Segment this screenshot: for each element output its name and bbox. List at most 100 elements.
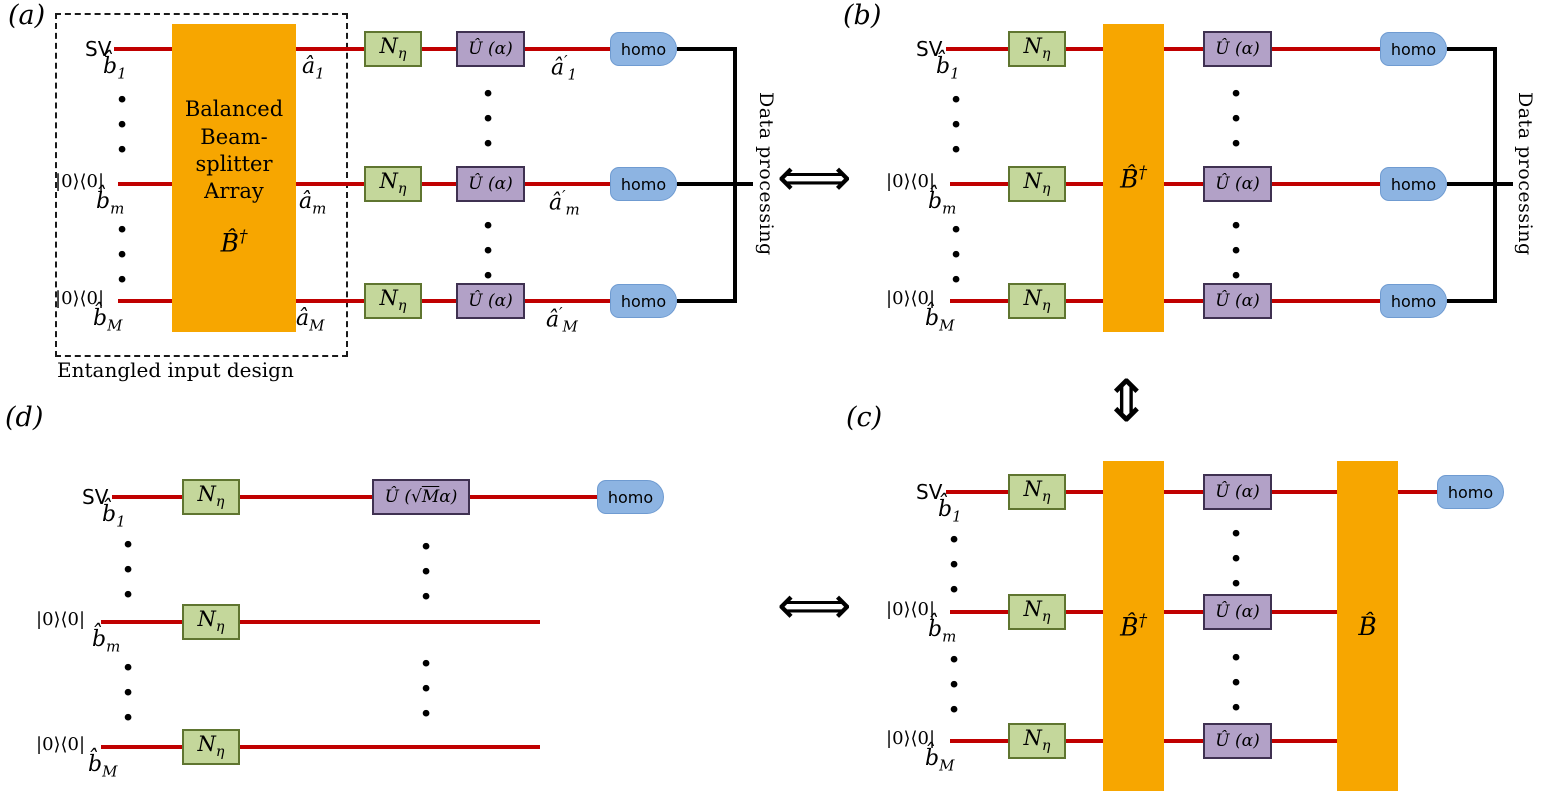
label-base: B̂	[1358, 611, 1377, 641]
mode-label-bM: b̂M	[925, 308, 954, 333]
label-sub: η	[397, 181, 407, 198]
mode-line	[421, 182, 456, 186]
label-base: N	[197, 482, 216, 507]
mode-line	[112, 495, 182, 499]
mode-line	[950, 299, 1008, 303]
homo-label: homo	[1390, 39, 1437, 59]
mode-line	[1164, 299, 1203, 303]
homo-label: homo	[1447, 482, 1494, 502]
mode-line	[421, 47, 456, 51]
homo-label: homo	[607, 487, 654, 507]
displacement-box: Û (α)	[456, 31, 525, 67]
beamsplitter-dagger-box: B̂†	[1103, 461, 1164, 791]
mode-line	[296, 299, 364, 303]
mode-line	[1398, 490, 1437, 494]
noise-label: Nη	[1023, 169, 1051, 197]
label-base: â	[549, 190, 563, 216]
mode-line	[296, 47, 364, 51]
vacuum-ket: |0⟩⟨0|	[55, 288, 105, 309]
vacuum-ket: |0⟩⟨0|	[886, 288, 936, 309]
noise-label: Nη	[198, 609, 225, 635]
panel-label-a: (a)	[8, 0, 46, 31]
mode-line	[118, 182, 172, 186]
beamsplitter-array-box: Balanced Beam- splitter Array B̂†	[172, 24, 296, 332]
vertical-ellipsis: • • •	[116, 89, 129, 161]
bs-line: Balanced	[184, 97, 284, 122]
label-base: N	[1023, 286, 1042, 311]
label-base: B̂	[1120, 612, 1139, 642]
mode-label-aM: âM	[296, 308, 324, 333]
label-sub: 1	[950, 64, 960, 83]
vertical-ellipsis: • • •	[1230, 83, 1243, 155]
label-sub: m	[106, 637, 121, 656]
vertical-ellipsis: • • •	[122, 657, 135, 729]
label-sub: m	[565, 200, 580, 219]
vertical-ellipsis: • • •	[948, 649, 961, 721]
connector-bus	[733, 47, 737, 303]
entangled-input-caption: Entangled input design	[57, 358, 294, 382]
noise-channel-box: Nη	[182, 729, 240, 765]
label-sub: 1	[117, 64, 127, 83]
mode-line	[1066, 739, 1103, 743]
displacement-label: Û (α)	[468, 290, 513, 311]
connector-bus	[1493, 47, 1497, 303]
label-radicand: M	[421, 486, 440, 507]
label-base: b̂	[96, 189, 111, 214]
noise-channel-box: Nη	[1008, 474, 1066, 510]
homo-label: homo	[1390, 291, 1437, 311]
label-base: N	[1023, 477, 1042, 502]
noise-channel-box: Nη	[364, 283, 422, 319]
vertical-ellipsis: • • •	[950, 89, 963, 161]
label-sub: m	[942, 199, 957, 218]
mode-label-bm: b̂m	[928, 191, 956, 216]
label-base: N	[1023, 726, 1042, 751]
mode-line	[240, 495, 372, 499]
homo-label: homo	[620, 291, 667, 311]
mode-line	[118, 299, 172, 303]
bs-operator: B̂†	[1120, 163, 1147, 193]
label-base: â	[296, 306, 310, 331]
noise-label: Nη	[380, 171, 407, 198]
homo-label: homo	[620, 174, 667, 194]
homodyne-detector: homo	[1380, 32, 1447, 66]
bs-operator: B̂†	[1120, 611, 1147, 641]
mode-line	[296, 182, 364, 186]
vertical-ellipsis: • • •	[116, 219, 129, 291]
mode-label-bM: b̂M	[88, 754, 117, 779]
label-base: N	[1023, 597, 1042, 622]
displacement-box: Û (α)	[456, 283, 525, 319]
mode-line	[1066, 610, 1103, 614]
mode-line	[470, 495, 597, 499]
displacement-label: Û (α)	[468, 173, 513, 194]
mode-line	[1272, 739, 1337, 743]
label-sub: η	[1041, 46, 1051, 63]
displacement-label: Û (α)	[1215, 290, 1260, 311]
mode-line	[240, 620, 540, 624]
label-sub: η	[215, 494, 225, 511]
mode-line	[950, 610, 1008, 614]
noise-label: Nη	[1023, 477, 1051, 506]
sv-label: SV	[916, 480, 943, 504]
mode-label-bm: b̂m	[92, 629, 120, 654]
mode-line	[950, 182, 1008, 186]
bs-line: Beam-	[200, 124, 268, 149]
label-base: b̂	[925, 306, 940, 331]
vertical-ellipsis: • • •	[420, 536, 433, 608]
label-sub: M	[102, 762, 118, 781]
label-sub: M	[309, 316, 325, 335]
mode-line	[1272, 182, 1380, 186]
label-base: N	[1023, 169, 1042, 194]
vertical-ellipsis: • • •	[948, 529, 961, 601]
label-sub: M	[562, 317, 578, 336]
homodyne-detector: homo	[1437, 475, 1504, 509]
label-sub: η	[1041, 489, 1051, 506]
noise-channel-box: Nη	[1008, 283, 1066, 319]
displacement-box: Û (α)	[1203, 31, 1272, 67]
displacement-label: Û (α)	[1215, 730, 1260, 751]
noise-channel-box: Nη	[364, 166, 422, 202]
label-base: â	[302, 54, 316, 79]
displacement-label: Û (α)	[1215, 601, 1260, 622]
beamsplitter-dagger-box: B̂†	[1103, 24, 1164, 332]
sv-label: SV	[82, 485, 109, 509]
displacement-box: Û (α)	[1203, 283, 1272, 319]
